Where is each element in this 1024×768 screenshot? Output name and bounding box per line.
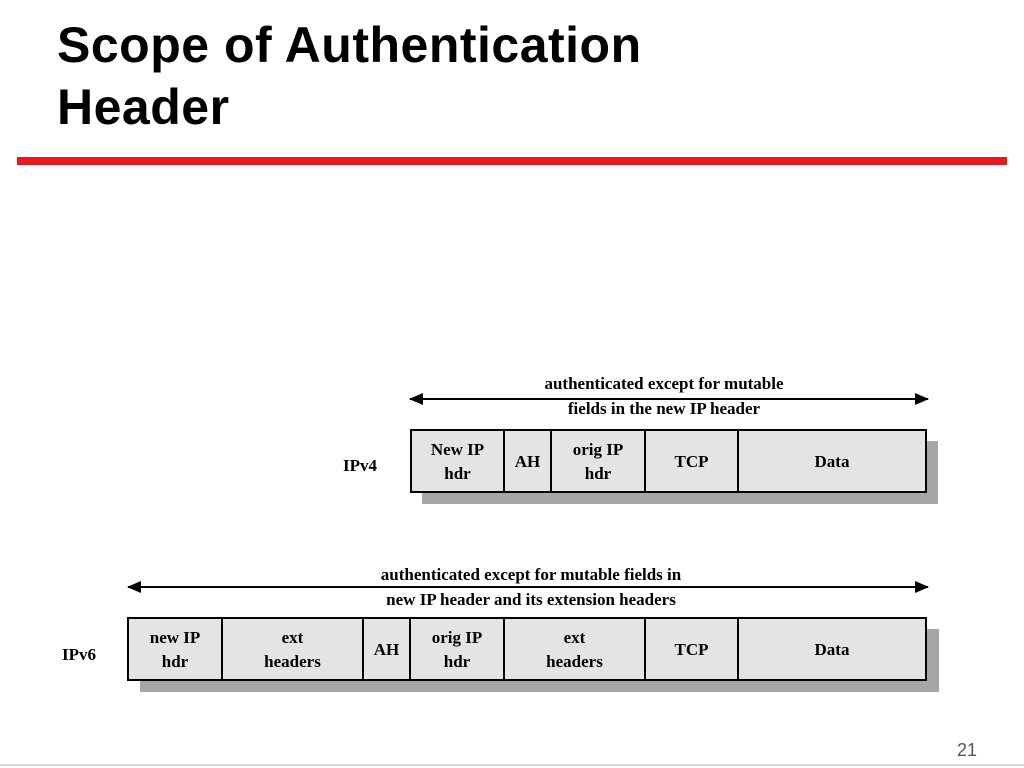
ipv6-cell-6-line1: Data: [815, 640, 850, 659]
slide-title-line1: Scope of Authentication: [57, 17, 642, 73]
ipv4-cell-4: [737, 429, 927, 493]
ipv6-cell-0-line1: new IP: [150, 628, 201, 647]
ipv4-cell-2-line2: hdr: [585, 464, 612, 483]
ipv6-scope-label-line1: authenticated except for mutable fields …: [381, 565, 682, 584]
ipv6-packet: authenticated except for mutable fields …: [62, 565, 939, 692]
ipv4-cell-3: [644, 429, 739, 493]
ipv6-cell-4-line1: ext: [564, 628, 586, 647]
ipv6-cell-3: [409, 617, 505, 681]
slide-title: Scope of Authentication Header: [57, 14, 997, 138]
ipv6-cell-2: [362, 617, 411, 681]
ipv4-cell-2-line1: orig IP: [573, 440, 624, 459]
ipv6-cell-0: [127, 617, 223, 681]
ipv4-cell-1-line1: AH: [515, 452, 541, 471]
footer-line: [0, 764, 1024, 766]
ipv6-cell-2-line1: AH: [374, 640, 400, 659]
page-number: 21: [956, 740, 977, 760]
ipv6-cell-5-line1: TCP: [675, 640, 709, 659]
title-divider: [17, 157, 1007, 165]
ipv4-scope-label-line1: authenticated except for mutable: [544, 374, 784, 393]
ipv6-cell-4-line2: headers: [546, 652, 603, 671]
ipv4-label: IPv4: [343, 456, 378, 475]
ipv4-cell-4-line1: Data: [815, 452, 850, 471]
ipv6-cell-0-line2: hdr: [162, 652, 189, 671]
ipv4-cell-0-line1: New IP: [431, 440, 484, 459]
slide-title-line2: Header: [57, 79, 230, 135]
ipv6-cell-6: [737, 617, 927, 681]
ipv6-cell-4: [503, 617, 646, 681]
ipv6-cell-1-line1: ext: [282, 628, 304, 647]
ipv6-scope-label-line2: new IP header and its extension headers: [386, 590, 676, 609]
ipv6-cell-1: [221, 617, 364, 681]
ipv4-cell-3-line1: TCP: [675, 452, 709, 471]
ipv6-label: IPv6: [62, 645, 96, 664]
ipv4-packet: authenticated except for mutable fields …: [343, 374, 938, 504]
ipv4-scope-label-line2: fields in the new IP header: [568, 399, 761, 418]
ipv6-cell-1-line2: headers: [264, 652, 321, 671]
ipv6-cell-3-line2: hdr: [444, 652, 471, 671]
ipv6-cell-3-line1: orig IP: [432, 628, 483, 647]
ipv4-cell-2: [550, 429, 646, 493]
ipv4-cell-0-line2: hdr: [444, 464, 471, 483]
